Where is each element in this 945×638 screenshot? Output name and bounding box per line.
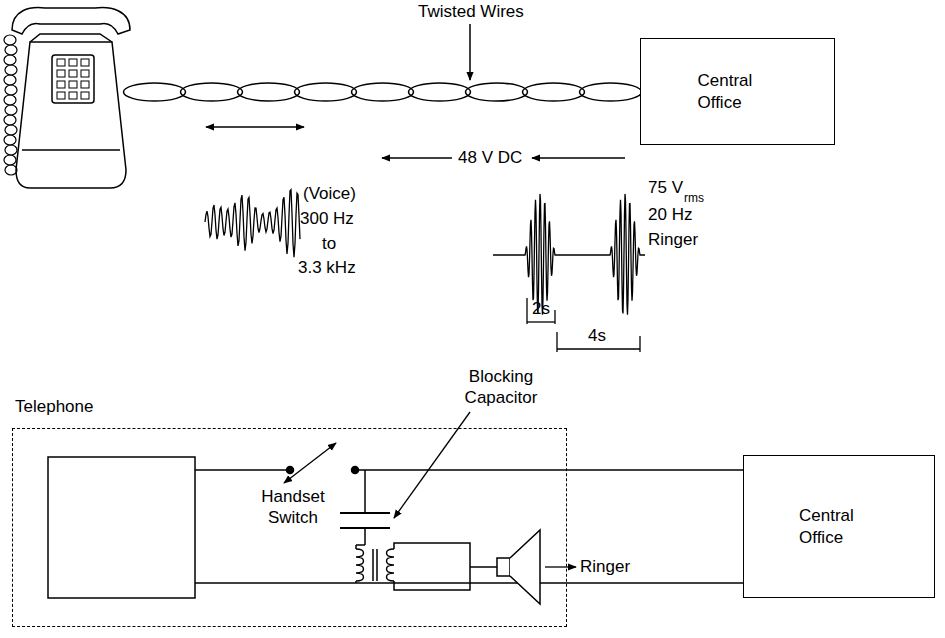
telephone-set (12, 8, 130, 188)
transformer-coils (356, 549, 394, 583)
ring-arrow (532, 157, 625, 159)
pointer-arrow (469, 24, 471, 80)
frequency-label: to (322, 234, 336, 254)
subscript-label: rms (684, 191, 704, 205)
frequency-label: 20 Hz (648, 205, 692, 225)
voltage-label: 75 V (648, 178, 683, 198)
wire-label: Twisted Wires (418, 2, 524, 22)
voice-waveform (205, 190, 300, 257)
region-heading: Telephone (15, 397, 93, 417)
dashed-outline (12, 428, 567, 627)
component-label: Blocking Capacitor (455, 366, 547, 409)
ringer-label: Ringer (648, 230, 698, 250)
component-label: Ringer (580, 557, 630, 577)
duration-label: 2s (532, 299, 550, 319)
timing-bracket (527, 298, 640, 352)
line-wire (567, 469, 743, 471)
twisted-wire-pair (124, 83, 642, 101)
dc-arrow (382, 157, 452, 159)
voltage-label: 48 V DC (458, 148, 522, 168)
component-label: Handset Switch (250, 486, 336, 529)
frequency-label: 300 Hz (300, 209, 354, 229)
telephone-circuit (48, 412, 576, 604)
signal-label: (Voice) (303, 184, 356, 204)
bidirectional-arrow (206, 126, 304, 128)
line-wire (567, 582, 743, 584)
duration-label: 4s (588, 326, 606, 346)
frequency-label: 3.3 kHz (298, 258, 356, 278)
box-label: Central Office (799, 505, 879, 548)
ringer-waveform (493, 194, 645, 315)
box-label: Central Office (698, 70, 778, 113)
central-office-box: Central Office (640, 38, 835, 145)
central-office-box: Central Office (743, 455, 935, 598)
